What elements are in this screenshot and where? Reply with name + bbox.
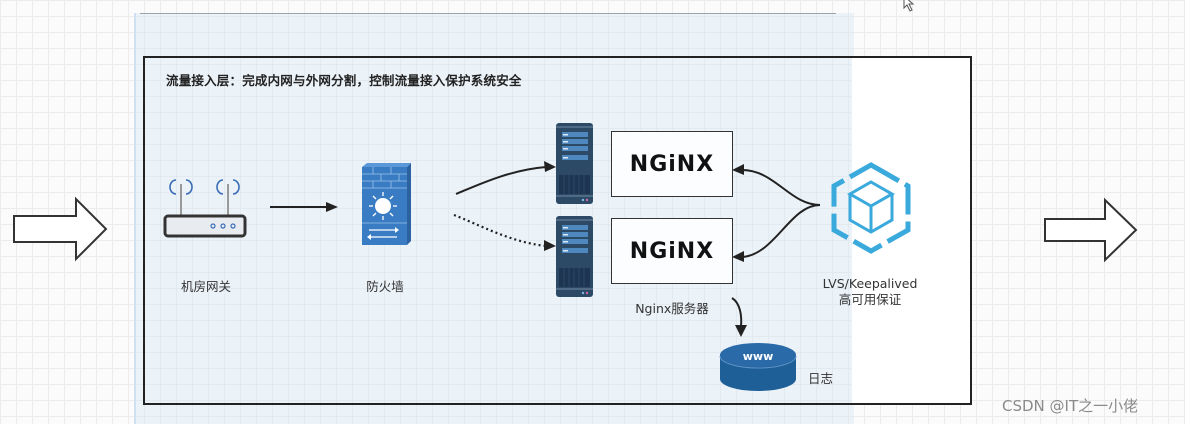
log-label: 日志 [808,371,834,386]
gateway-label: 机房网关 [180,279,232,294]
edge-gateway-firewall [270,202,338,212]
firewall-label: 防火墙 [366,279,404,294]
nginx-logo-text: NGiNX [629,151,715,177]
edge-lvs-nginx [732,164,821,262]
nginx-logo-text: NGiNX [629,238,715,264]
firewall-icon[interactable] [361,163,411,247]
nginx-servers-label: Nginx服务器 [635,301,709,316]
database-disk-icon[interactable]: www [718,343,798,395]
nginx-instance-box[interactable]: NGiNX [611,131,733,197]
disk-text: www [743,350,774,363]
hexagon-cube-icon[interactable] [829,162,913,256]
edge-nginx-log [731,297,747,337]
nginx-instance-box[interactable]: NGiNX [611,218,733,284]
diagram-title: 流量接入层：完成内网与外网分割，控制流量接入保护系统安全 [166,73,522,88]
watermark: CSDN @IT之一小佬 [1002,397,1139,415]
edge-firewall-servers [453,161,556,251]
incoming-arrow-icon[interactable] [12,196,108,262]
lvs-label: LVS/Keepalived 高可用保证 [823,276,918,308]
lvs-label-line2: 高可用保证 [838,292,902,307]
outgoing-arrow-icon[interactable] [1043,197,1139,263]
mouse-cursor-icon [903,0,915,12]
traffic-layer-frame[interactable] [143,56,972,405]
server-icon[interactable] [556,123,594,205]
router-icon[interactable] [163,174,249,240]
server-icon[interactable] [556,216,594,298]
lvs-label-line1: LVS/Keepalived [822,276,918,291]
selection-top-line [140,13,836,14]
